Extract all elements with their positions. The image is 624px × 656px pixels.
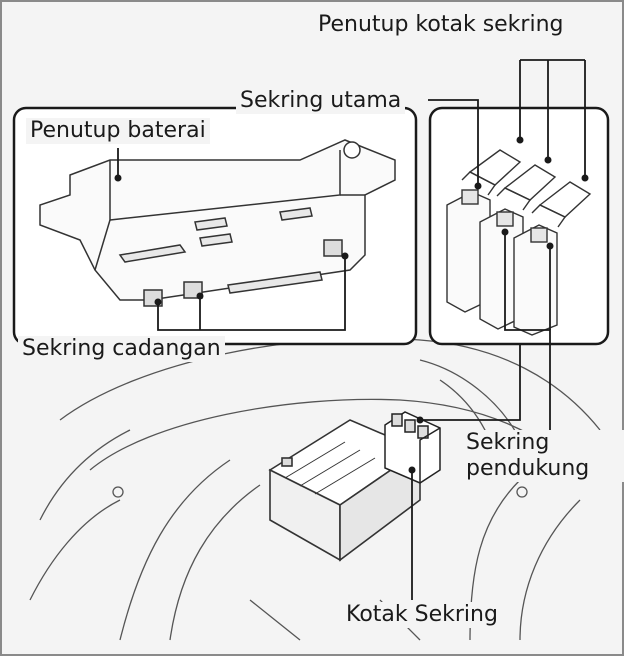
label-auxiliary-fuse-line2: pendukung — [466, 456, 624, 482]
label-spare-fuse: Sekring cadangan — [18, 336, 225, 362]
label-fuse-box-cover: Penutup kotak sekring — [318, 12, 564, 38]
label-auxiliary-fuse-line1: Sekring — [466, 430, 624, 456]
label-main-fuse: Sekring utama — [236, 88, 405, 114]
label-fuse-box: Kotak Sekring — [342, 602, 502, 628]
label-battery-cover: Penutup baterai — [26, 118, 210, 144]
fuse-box-inset — [430, 108, 608, 344]
label-auxiliary-fuse: Sekring pendukung — [462, 430, 624, 482]
